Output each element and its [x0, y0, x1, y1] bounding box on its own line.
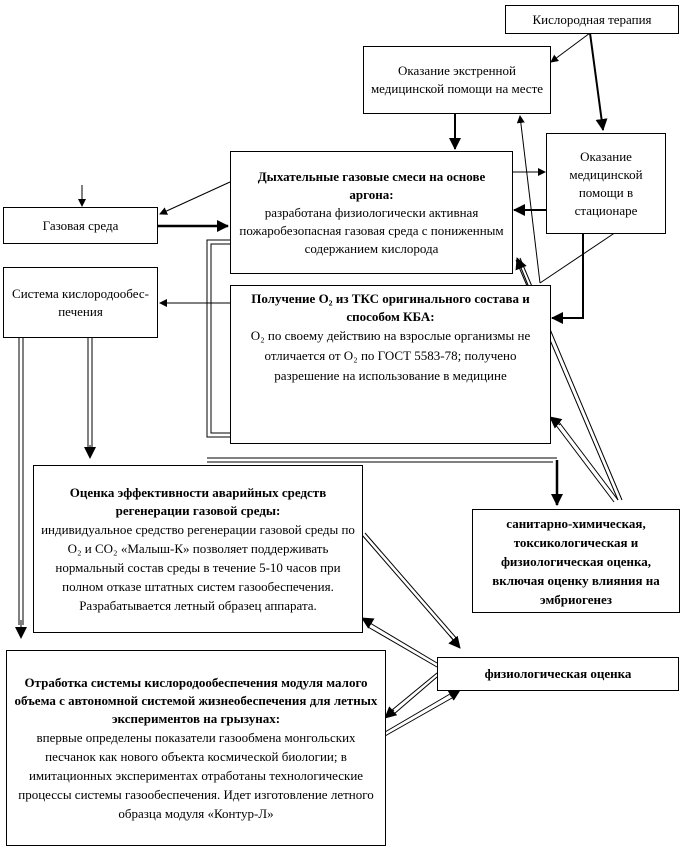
- node-title: Получение O₂ из ТКС оригинального состав…: [251, 291, 530, 324]
- node-o2-production: Получение O₂ из ТКС оригинального состав…: [230, 285, 551, 444]
- node-text: индивидуальное средство регенерации газо…: [41, 521, 355, 613]
- arrow-o2-emergency: [516, 115, 541, 284]
- node-physiological-assessment: физиологическая оценка: [437, 657, 679, 691]
- node-label: Газовая среда: [42, 217, 119, 233]
- arrow-hospital-o2: [551, 233, 584, 324]
- node-emergency-regeneration: Оценка эффективности аварийных средств р…: [33, 465, 363, 633]
- node-module-development: Отработка системы кислородообеспечения м…: [6, 650, 386, 846]
- node-emergency-care: Оказание экстренной медицинской помощи н…: [363, 46, 551, 114]
- arrow-therapy-hospital: [589, 32, 608, 131]
- node-label: Кислородная терапия: [532, 11, 652, 27]
- node-label: Оказание медицинской помощи в стационаре: [569, 148, 643, 218]
- node-oxygen-supply-system: Система кислородообес-печения: [3, 267, 158, 338]
- node-title: Дыхательные газовые смеси на основе арго…: [257, 168, 486, 202]
- node-label: Оказание экстренной медицинской помощи н…: [370, 63, 544, 96]
- node-text: впервые определены показатели газообмена…: [18, 729, 374, 821]
- node-text: O₂ по своему действию на взрослые органи…: [250, 328, 531, 383]
- node-gas-environment: Газовая среда: [3, 207, 158, 244]
- node-oxygen-therapy: Кислородная терапия: [505, 5, 679, 34]
- arrow-argon-gas: [159, 181, 231, 215]
- arrow-therapy-emergency: [550, 32, 591, 63]
- node-label: физиологическая оценка: [484, 666, 632, 681]
- node-hospital-care: Оказание медицинской помощи в стационаре: [546, 133, 666, 234]
- arrow-o2-hospital: [539, 225, 626, 284]
- node-title: Оценка эффективности аварийных средств р…: [69, 484, 327, 518]
- node-label: санитарно-химическая, токсикологическая …: [492, 515, 660, 607]
- node-argon-mixes: Дыхательные газовые смеси на основе арго…: [230, 151, 513, 274]
- node-sanitary-assessment: санитарно-химическая, токсикологическая …: [472, 509, 680, 613]
- node-title: Отработка системы кислородообеспечения м…: [14, 674, 378, 726]
- node-label: Система кислородообес-печения: [12, 285, 149, 319]
- node-text: разработана физиологически активная пожа…: [239, 204, 504, 256]
